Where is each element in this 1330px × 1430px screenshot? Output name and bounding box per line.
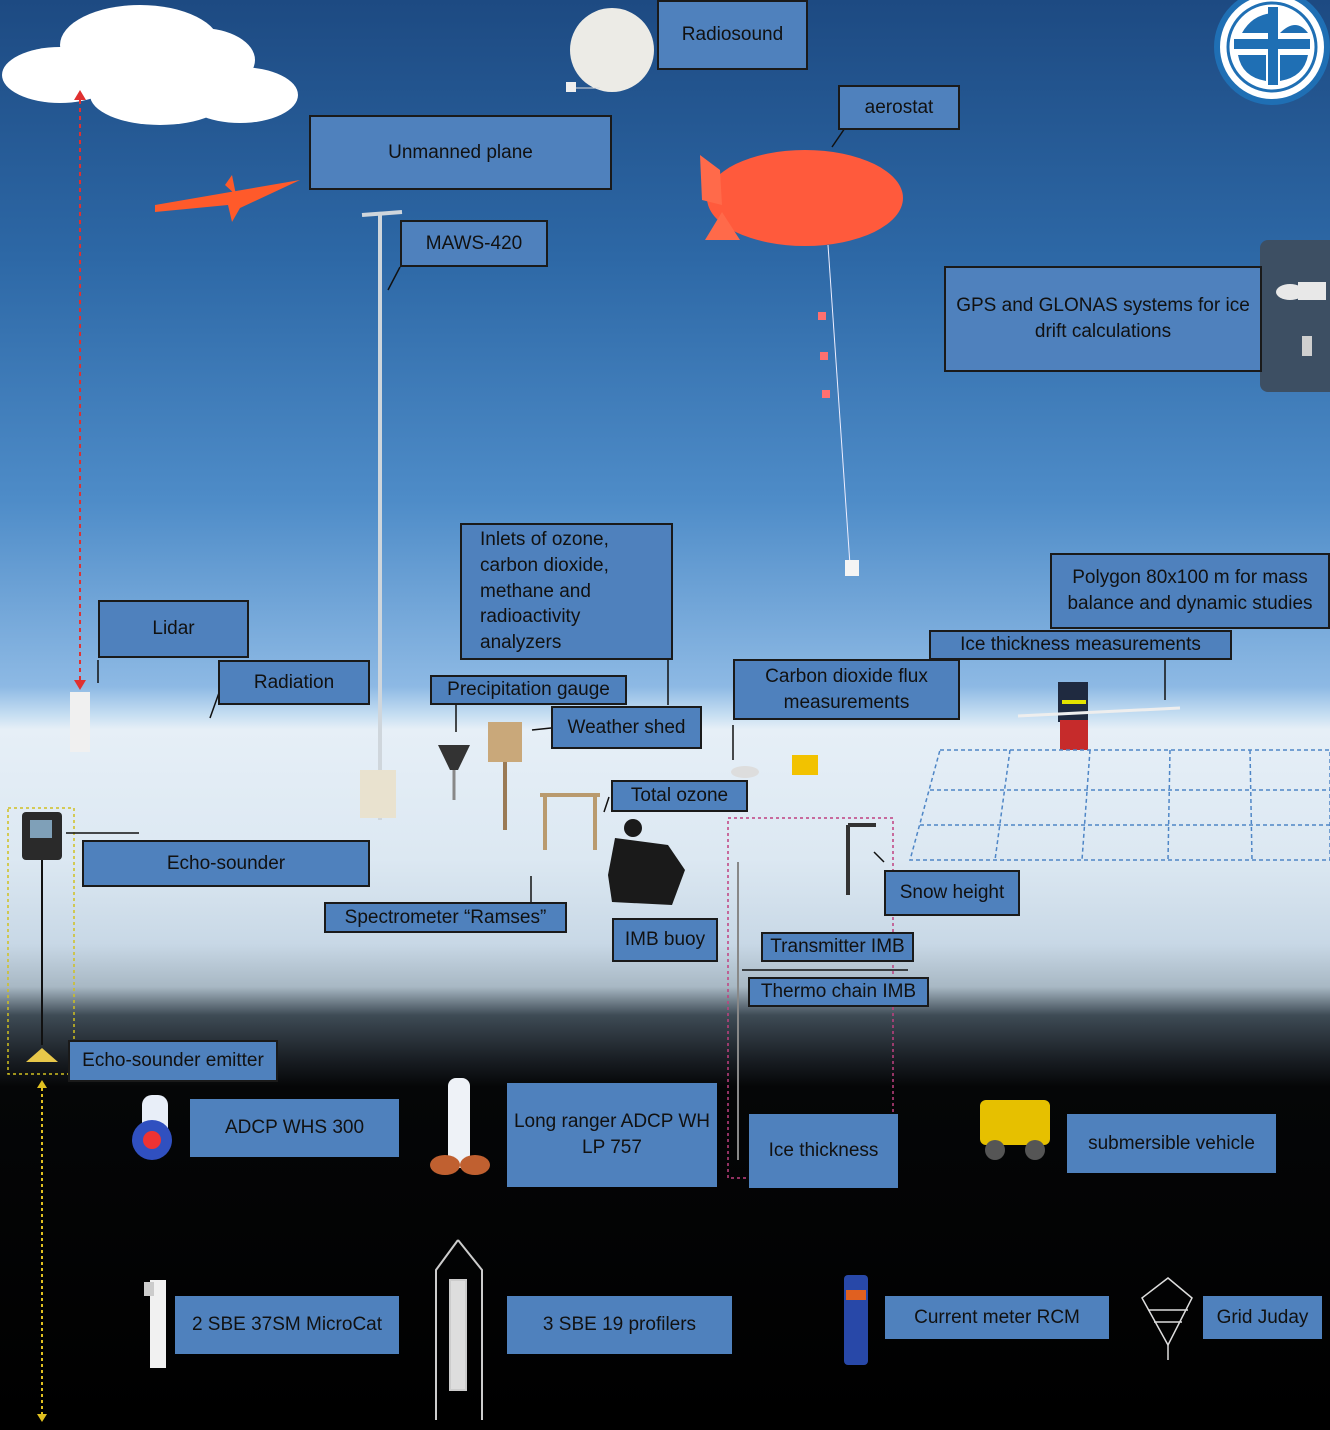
precipitation-gauge-icon (438, 745, 470, 770)
maws-mast (361, 210, 403, 820)
current-meter-rcm-label: Current meter RCM (885, 1296, 1109, 1339)
handheld-gps-icon (1302, 336, 1312, 356)
person-kneeling (608, 819, 685, 905)
adcp-whs-label: ADCP WHS 300 (190, 1099, 399, 1157)
long-ranger-adcp-label: Long ranger ADCP WH LP 757 (507, 1083, 717, 1187)
snow-height-label: Snow height (884, 870, 1020, 916)
weather-shed-icon (488, 722, 522, 762)
spectrometer-label: Spectrometer “Ramses” (324, 902, 567, 933)
echo-emitter-icon (26, 1048, 58, 1062)
weather-shed-label: Weather shed (551, 706, 702, 749)
adcp-whs-icon (132, 1095, 172, 1160)
lidar-label: Lidar (98, 600, 249, 658)
co2-flux-label: Carbon dioxide flux measurements (733, 659, 960, 720)
submersible-vehicle-icon (980, 1100, 1050, 1160)
lidar-icon (70, 692, 90, 752)
radiosound-label: Radiosound (657, 0, 808, 70)
long-ranger-adcp-icon (430, 1078, 490, 1175)
polygon-grid (909, 749, 1330, 861)
thermo-chain-imb-label: Thermo chain IMB (748, 977, 929, 1007)
weather-box (360, 770, 396, 818)
aerostat-icon (700, 150, 903, 576)
microcat-label: 2 SBE 37SM MicroCat (175, 1296, 399, 1354)
institute-logo (1214, 0, 1330, 105)
unmanned-plane-icon (155, 175, 300, 222)
gps-glonas-label: GPS and GLONAS systems for ice drift cal… (944, 266, 1262, 372)
total-ozone-table (540, 793, 600, 850)
radiosonde-balloon-icon (566, 8, 654, 92)
current-meter-rcm-icon (844, 1275, 868, 1365)
radiation-label: Radiation (218, 660, 370, 705)
sbe19-profiler-icon (435, 1239, 483, 1420)
ice-thickness-label: Ice thickness (749, 1114, 898, 1188)
sbe19-profilers-label: 3 SBE 19 profilers (507, 1296, 732, 1354)
gps-receiver-icon (1276, 282, 1326, 300)
precipitation-gauge-label: Precipitation gauge (430, 675, 627, 705)
imb-buoy-label: IMB buoy (612, 918, 718, 962)
aerostat-label: aerostat (838, 85, 960, 130)
echo-sounder-emitter-label: Echo-sounder emitter (68, 1040, 278, 1082)
polygon-label: Polygon 80x100 m for mass balance and dy… (1050, 553, 1330, 629)
inlets-label: Inlets of ozone, carbon dioxide, methane… (460, 523, 673, 660)
grid-juday-label: Grid Juday (1203, 1296, 1322, 1339)
person-standing (1017, 682, 1181, 750)
transmitter-imb-label: Transmitter IMB (761, 932, 914, 962)
microcat-icon (144, 1280, 166, 1368)
total-ozone-label: Total ozone (611, 780, 748, 812)
unmanned-plane-label: Unmanned plane (309, 115, 612, 190)
snow-height-stake (846, 823, 876, 895)
pointer-lines (66, 127, 1166, 971)
cloud-icon (2, 5, 298, 125)
echo-sounder-label: Echo-sounder (82, 840, 370, 887)
ice-thickness-measurements-label: Ice thickness measurements (929, 630, 1232, 660)
submersible-vehicle-label: submersible vehicle (1067, 1114, 1276, 1173)
co2-flux-device-icon (792, 755, 818, 775)
gps-device-panel (1260, 240, 1330, 392)
maws-label: MAWS-420 (400, 220, 548, 267)
grid-juday-icon (1141, 1277, 1193, 1360)
